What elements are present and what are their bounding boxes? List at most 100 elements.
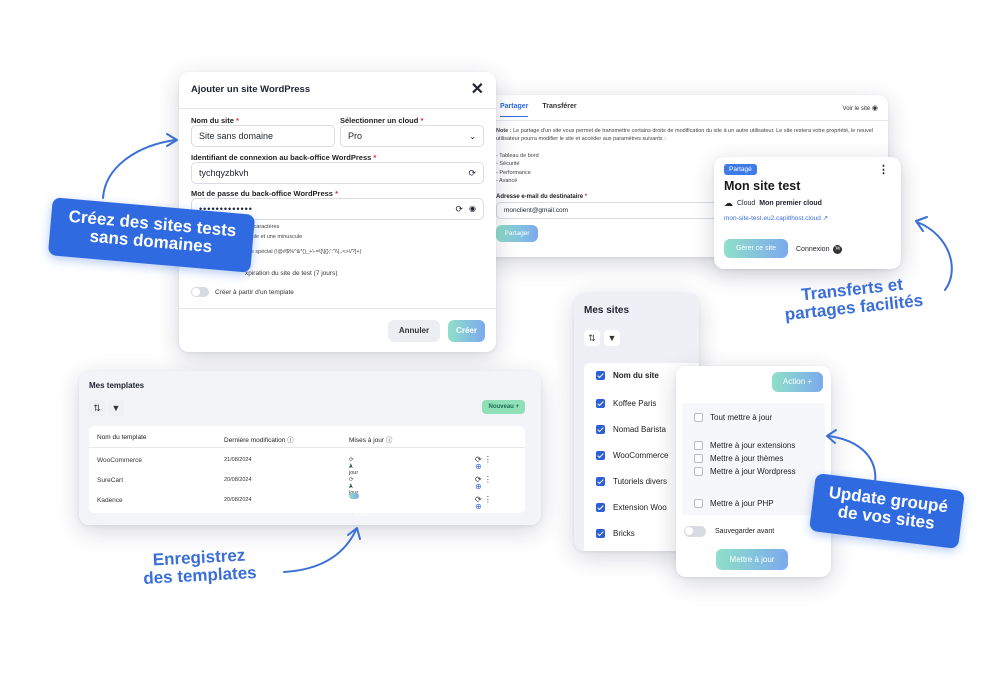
menu-item-update-all[interactable]: Tout mettre à jour: [694, 413, 772, 422]
site-title: Mon site test: [724, 179, 801, 193]
checkbox[interactable]: [694, 454, 703, 463]
list-item[interactable]: Koffee Paris: [596, 399, 656, 408]
arrow-icon: [915, 216, 953, 291]
refresh-icon[interactable]: ⟳: [468, 167, 476, 178]
filter-icon[interactable]: ▼: [108, 400, 124, 416]
sites-title: Mes sites: [584, 305, 630, 316]
permission-item: - Sécurité: [496, 161, 520, 168]
eye-icon: ◉: [871, 105, 878, 112]
menu-item-extensions[interactable]: Mettre à jour extensions: [694, 441, 795, 450]
backup-toggle-row[interactable]: Sauvegarder avant: [684, 526, 774, 537]
manage-site-button[interactable]: Gérer ce site: [724, 239, 788, 258]
row-actions[interactable]: ⊕ ⟳ ⋮: [475, 455, 492, 471]
table-row[interactable]: SureCart 20/08/2024 ● À jour ⟳ ⊕ ⟳ ⋮: [97, 475, 492, 496]
list-item[interactable]: WooCommerce: [596, 451, 668, 460]
checkbox[interactable]: [694, 499, 703, 508]
refresh-icon[interactable]: ⟳: [455, 203, 464, 214]
expiry-toggle-row[interactable]: xpiration du site de test (7 jours): [245, 270, 338, 277]
checkbox[interactable]: [596, 371, 605, 380]
tab-transfer[interactable]: Transférer: [542, 103, 577, 110]
status-badge: ● À jour ⟳: [349, 477, 358, 496]
cloud-info: ☁ Cloud Mon premier cloud: [724, 198, 822, 208]
site-card: Partagé ⋮ Mon site test ☁ Cloud Mon prem…: [714, 157, 901, 269]
permission-item: - Avancé: [496, 177, 518, 184]
row-actions[interactable]: ⊕ ⟳ ⋮: [475, 475, 492, 491]
table-row[interactable]: WooCommerce 21/08/2024 ● À jour ⟳ ⊕ ⟳ ⋮: [97, 455, 492, 476]
password-label: Mot de passe du back-office WordPress *: [191, 189, 338, 198]
filter-icon[interactable]: ▼: [604, 330, 620, 346]
create-button[interactable]: Créer: [448, 320, 485, 342]
bulk-actions-panel: Action + Tout mettre à jour Mettre à jou…: [676, 366, 831, 577]
list-item[interactable]: Extension Woo: [596, 503, 667, 512]
row-actions[interactable]: ⊕ ⟳ ⋮: [475, 495, 492, 511]
divider: [179, 108, 496, 109]
shared-badge: Partagé: [724, 164, 757, 175]
checkbox[interactable]: [596, 477, 605, 486]
arrow-icon: [826, 429, 877, 484]
cloud-label: Sélectionner un cloud *: [340, 116, 424, 125]
divider: [179, 308, 496, 309]
checkbox[interactable]: [596, 425, 605, 434]
actions-menu: Tout mettre à jour Mettre à jour extensi…: [682, 403, 825, 515]
email-label: Adresse e-mail du destinataire *: [496, 194, 588, 200]
modal-title: Ajouter un site WordPress: [191, 84, 311, 95]
external-link-icon: ↗: [822, 215, 829, 222]
checkbox[interactable]: [596, 529, 605, 538]
checkbox[interactable]: [596, 399, 605, 408]
action-button[interactable]: Action +: [772, 372, 823, 392]
sort-icon[interactable]: ⇅: [584, 330, 600, 346]
recipient-email-field[interactable]: monclient@gmail.com: [496, 202, 726, 219]
info-icon: ⓘ: [287, 437, 294, 444]
sort-icon[interactable]: ⇅: [89, 400, 105, 416]
templates-panel: Mes templates ⇅ ▼ Nouveau + Nom du templ…: [79, 371, 541, 525]
sites-header-row[interactable]: Nom du site: [596, 371, 659, 380]
checkbox[interactable]: [694, 413, 703, 422]
site-name-label: Nom du site *: [191, 116, 239, 125]
share-note: Note : Le partage d'un site vous permet …: [496, 128, 874, 143]
permission-item: - Performance: [496, 169, 531, 176]
login-link[interactable]: Connexion W: [796, 245, 843, 254]
site-url-link[interactable]: mon-site-test.eu2.capitlhost.cloud ↗: [724, 215, 829, 222]
site-name-field[interactable]: Site sans domaine: [191, 125, 335, 147]
cancel-button[interactable]: Annuler: [388, 320, 440, 342]
wordpress-icon: W: [833, 245, 843, 254]
menu-item-php[interactable]: Mettre à jour PHP: [694, 499, 774, 508]
callout-templates: Enregistrez des templates: [142, 545, 258, 588]
checkbox[interactable]: [694, 441, 703, 450]
template-toggle-row[interactable]: Créer à partir d'un template: [191, 287, 294, 297]
update-submit-button[interactable]: Mettre à jour: [716, 549, 788, 570]
templates-table: Nom du template Dernière modification ⓘ …: [89, 426, 525, 518]
password-field[interactable]: ••••••••••••• ⟳ ◉: [191, 198, 484, 220]
info-icon: ⓘ: [385, 437, 393, 444]
cloud-icon: ☁: [724, 198, 733, 208]
menu-item-themes[interactable]: Mettre à jour thèmes: [694, 454, 783, 463]
checkbox[interactable]: [596, 503, 605, 512]
tab-share[interactable]: Partager: [500, 103, 529, 117]
list-item[interactable]: Nomad Barista: [596, 425, 666, 434]
arrow-icon: [283, 527, 361, 573]
login-label: Identifiant de connexion au back-office …: [191, 153, 377, 162]
template-toggle[interactable]: [191, 287, 209, 297]
menu-item-wordpress[interactable]: Mettre à jour Wordpress: [694, 467, 796, 476]
view-site-link[interactable]: Voir le site ◉: [842, 105, 878, 112]
list-item[interactable]: Bricks: [596, 529, 635, 538]
kebab-menu-icon[interactable]: ⋮: [878, 164, 889, 176]
checkbox[interactable]: [596, 451, 605, 460]
arrow-icon: [102, 133, 178, 199]
permission-item: - Tableau de bord: [496, 153, 539, 159]
eye-icon[interactable]: ◉: [469, 203, 476, 213]
divider: [486, 120, 888, 121]
share-button[interactable]: Partager: [496, 225, 538, 242]
table-header: Nom du template Dernière modification ⓘ …: [89, 426, 525, 448]
password-hints: 8 caractères cule et une minuscule re sp…: [249, 224, 362, 255]
cloud-select[interactable]: Pro ⌄: [340, 125, 484, 147]
new-template-button[interactable]: Nouveau +: [482, 400, 525, 414]
list-item[interactable]: Tutoriels divers: [596, 477, 667, 486]
backup-toggle[interactable]: [684, 526, 706, 537]
login-field[interactable]: tychqyzbkvh ⟳: [191, 162, 484, 184]
chevron-down-icon: ⌄: [469, 131, 476, 141]
table-row[interactable]: Kadence 20/08/2024 Tout mettre à jour ⊕ …: [97, 493, 492, 518]
close-icon[interactable]: ✕: [470, 81, 484, 98]
checkbox[interactable]: [694, 467, 703, 476]
update-all-button[interactable]: Tout mettre à jour: [349, 493, 370, 518]
